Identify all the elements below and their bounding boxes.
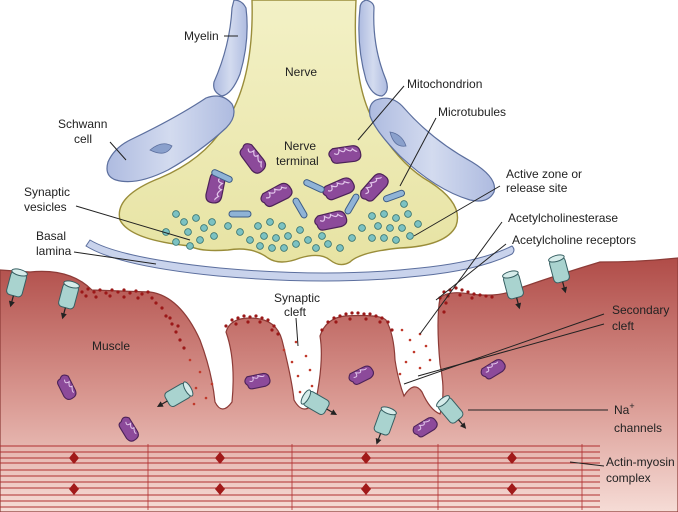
label-synaptic-cleft-line1: Synaptic bbox=[274, 291, 320, 305]
label-na-text: Na bbox=[614, 403, 630, 417]
basal-lamina bbox=[85, 239, 515, 282]
schwann-cell-right bbox=[369, 97, 496, 202]
synaptic-vesicles bbox=[162, 200, 422, 252]
myelin-left bbox=[213, 0, 248, 97]
leader-lines bbox=[73, 35, 608, 467]
label-basal-lamina-line1: Basal bbox=[36, 229, 66, 243]
label-acetylcholine-receptors: Acetylcholine receptors bbox=[512, 233, 636, 247]
label-microtubules: Microtubules bbox=[438, 105, 506, 119]
label-myelin: Myelin bbox=[184, 29, 219, 43]
label-active-zone-line1: Active zone or bbox=[506, 167, 582, 181]
label-synaptic-vesicles-line1: Synaptic bbox=[24, 185, 70, 199]
label-synaptic-vesicles-line2: vesicles bbox=[24, 200, 67, 214]
label-nerve-terminal-line2: terminal bbox=[276, 154, 319, 168]
label-na-channels-line1: Na+ bbox=[614, 401, 635, 417]
label-nerve-terminal-line1: Nerve bbox=[284, 139, 316, 153]
label-na-superscript: + bbox=[629, 401, 634, 411]
label-actin-myosin-line1: Actin-myosin bbox=[606, 455, 675, 469]
label-na-channels-line2: channels bbox=[614, 421, 662, 435]
muscle-fiber bbox=[0, 257, 678, 512]
label-muscle: Muscle bbox=[92, 339, 130, 353]
label-acetylcholinesterase: Acetylcholinesterase bbox=[508, 211, 618, 225]
label-actin-myosin-line2: complex bbox=[606, 471, 651, 485]
label-schwann-line1: Schwann bbox=[58, 117, 107, 131]
label-schwann-line2: cell bbox=[74, 132, 92, 146]
label-secondary-cleft-line2: cleft bbox=[612, 319, 635, 333]
label-basal-lamina-line2: lamina bbox=[36, 244, 72, 258]
actin-myosin-complex bbox=[0, 444, 600, 510]
schwann-nucleus-left bbox=[149, 143, 173, 154]
label-nerve: Nerve bbox=[285, 65, 317, 79]
myelin-right bbox=[358, 0, 388, 97]
label-synaptic-cleft-line2: cleft bbox=[284, 305, 307, 319]
z-disc-markers bbox=[69, 452, 517, 495]
label-secondary-cleft-line1: Secondary bbox=[612, 303, 669, 317]
acetylcholine-receptor-clusters bbox=[80, 286, 494, 350]
schwann-nucleus-right bbox=[389, 131, 407, 147]
label-mitochondrion: Mitochondrion bbox=[407, 77, 482, 91]
label-active-zone-line2: release site bbox=[506, 181, 568, 195]
schwann-cell-left bbox=[106, 95, 235, 183]
